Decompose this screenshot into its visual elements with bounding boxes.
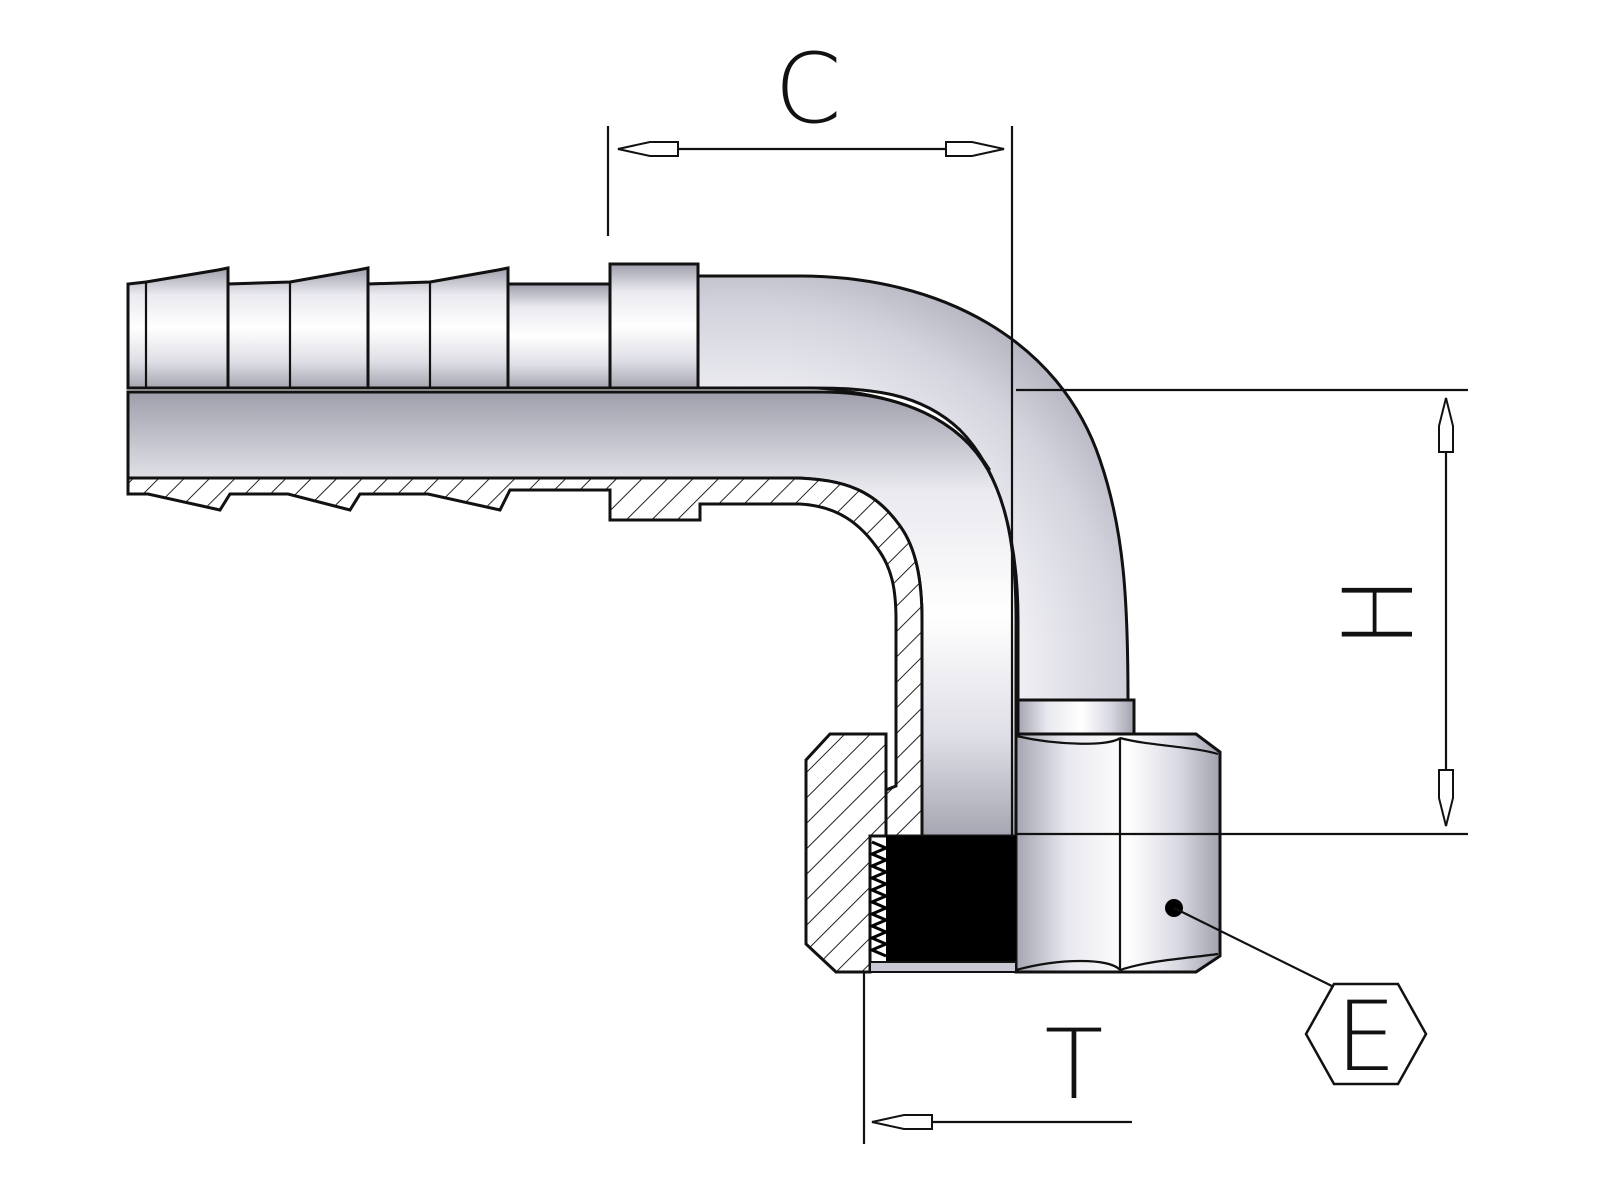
hex-label-e: E <box>1336 981 1397 1093</box>
hex-size-callout: E <box>1165 899 1428 1093</box>
internal-thread <box>886 836 1016 964</box>
dimension-label-h: H <box>1323 576 1435 648</box>
dimension-h: H <box>1016 388 1468 836</box>
elbow-bend <box>696 274 1130 702</box>
dimension-label-t: T <box>1045 1009 1104 1121</box>
hatched-wall <box>126 476 924 838</box>
dimension-t: T <box>862 972 1132 1144</box>
hose-tail-upper <box>126 262 700 390</box>
dimension-label-c: C <box>774 33 841 145</box>
dimension-c: C <box>606 33 1014 836</box>
ferrule-collar <box>608 262 700 390</box>
